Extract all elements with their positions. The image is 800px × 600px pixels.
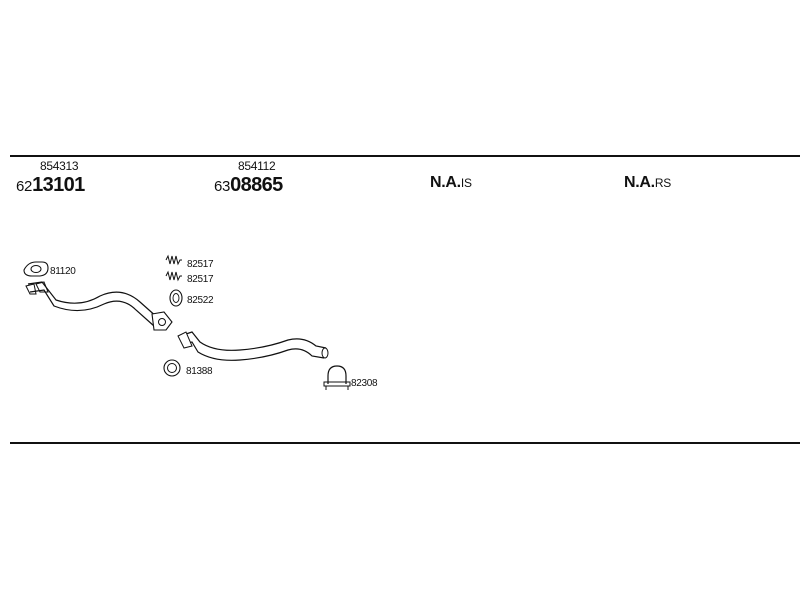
section-front-pipe: 854313 6213101 xyxy=(16,160,85,198)
section-article-number: 6308865 xyxy=(214,174,283,198)
gasket-ring-icon xyxy=(169,289,183,307)
part-label-mount-ring: 81388 xyxy=(186,366,213,377)
article-main: 13101 xyxy=(32,174,85,196)
na-suffix: RS xyxy=(654,176,672,190)
part-label-gasket-ring: 82522 xyxy=(187,295,214,306)
middle-pipe-icon xyxy=(177,331,329,361)
mount-ring-icon xyxy=(163,359,181,377)
article-prefix: 62 xyxy=(16,178,33,195)
part-label-spring-1: 82517 xyxy=(187,259,214,270)
na-label: N.A. xyxy=(430,174,461,191)
top-rule xyxy=(10,155,800,157)
gasket-front-icon xyxy=(23,261,49,277)
section-ref-number: 854112 xyxy=(238,159,276,173)
part-label-spring-2: 82517 xyxy=(187,274,214,285)
bottom-rule xyxy=(10,442,800,444)
na-suffix: IS xyxy=(460,176,472,190)
section-article-number: 6213101 xyxy=(16,174,85,198)
spring-icon xyxy=(165,254,182,266)
section-ref-number: 854313 xyxy=(40,159,79,173)
section-intermediate-silencer: N.A.IS xyxy=(430,174,472,192)
part-label-gasket-front: 81120 xyxy=(50,266,76,277)
clamp-icon xyxy=(323,365,351,390)
section-rear-silencer: N.A.RS xyxy=(624,174,671,192)
front-pipe-icon xyxy=(25,281,173,331)
article-main: 08865 xyxy=(230,174,283,196)
spring-icon xyxy=(165,270,182,282)
na-label: N.A. xyxy=(624,174,655,191)
article-prefix: 63 xyxy=(214,178,231,195)
part-label-clamp: 82308 xyxy=(351,378,378,389)
section-middle-pipe: 854112 6308865 xyxy=(214,160,283,198)
